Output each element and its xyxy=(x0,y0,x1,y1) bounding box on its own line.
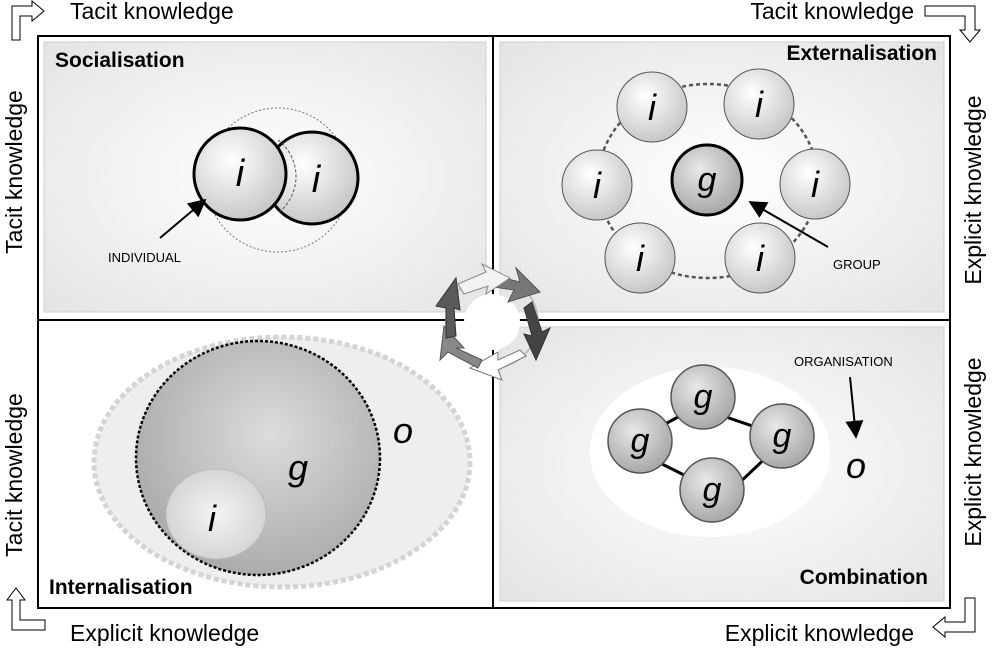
symbol-i: i xyxy=(648,87,657,128)
edge-top-left: Tacit knowledge xyxy=(70,0,234,24)
individual-node xyxy=(724,222,796,294)
symbol-o: o xyxy=(846,445,866,486)
symbol-i: i xyxy=(756,238,765,279)
symbol-i: i xyxy=(755,84,764,125)
edge-left-lower: Tacit knowledge xyxy=(1,393,27,557)
symbol-o: o xyxy=(393,410,413,451)
symbol-g: g xyxy=(694,378,713,416)
individual-node xyxy=(561,149,633,221)
symbol-i: i xyxy=(636,238,645,279)
quadrant-combination: g g g g ORGANISATION o Combination xyxy=(499,326,945,602)
group-node xyxy=(670,143,744,217)
symbol-i: i xyxy=(312,159,322,201)
symbol-g: g xyxy=(288,447,308,488)
quadrant-title: Socialisation xyxy=(55,49,185,72)
edge-labels: Tacit knowledge Tacit knowledge Explicit… xyxy=(1,0,986,646)
edge-bottom-right: Explicit knowledge xyxy=(725,620,914,646)
symbol-i: i xyxy=(811,164,820,205)
group-node xyxy=(607,408,673,474)
individual-node xyxy=(779,148,851,220)
edge-left-upper: Tacit knowledge xyxy=(1,90,27,254)
quadrant-socialisation: Socialisation i i INDIVIDUAL xyxy=(43,41,487,313)
individual-node xyxy=(723,68,795,140)
quadrant-title: Combination xyxy=(800,566,928,589)
group-node xyxy=(670,364,736,430)
symbol-i: i xyxy=(593,165,602,206)
individual-node xyxy=(604,222,676,294)
group-node xyxy=(679,457,745,523)
cycle-arrows-icon xyxy=(435,262,552,381)
edge-right-lower: Explicit knowledge xyxy=(960,357,986,546)
group-label: GROUP xyxy=(833,257,881,272)
individual-node xyxy=(616,71,688,143)
group-blob xyxy=(134,339,382,577)
symbol-g: g xyxy=(698,161,717,199)
corner-arrow-icon xyxy=(924,5,982,43)
corner-arrow-icon xyxy=(11,0,45,41)
symbol-i: i xyxy=(236,153,246,195)
organisation-label: ORGANISATION xyxy=(794,354,893,369)
quadrant-externalisation: Externalisation i i i i i i g GROUP xyxy=(499,41,945,313)
quadrant-internalisation: i g o Internalisation xyxy=(49,334,473,599)
individual-node xyxy=(192,126,288,222)
corner-arrow-icon xyxy=(6,587,46,631)
individual-blob xyxy=(165,468,267,560)
individual-label: INDIVIDUAL xyxy=(108,250,181,265)
quadrant-title: Externalisation xyxy=(786,42,937,65)
edge-top-right: Tacit knowledge xyxy=(750,0,914,24)
corner-arrow-icon xyxy=(932,597,976,639)
symbol-i: i xyxy=(208,498,217,539)
edge-right-upper: Explicit knowledge xyxy=(960,95,986,284)
edge-bottom-left: Explicit knowledge xyxy=(70,620,259,646)
symbol-g: g xyxy=(703,471,722,509)
symbol-g: g xyxy=(773,417,792,455)
quadrant-title: Internalisation xyxy=(49,576,193,599)
group-node xyxy=(749,403,815,469)
symbol-g: g xyxy=(631,422,650,460)
